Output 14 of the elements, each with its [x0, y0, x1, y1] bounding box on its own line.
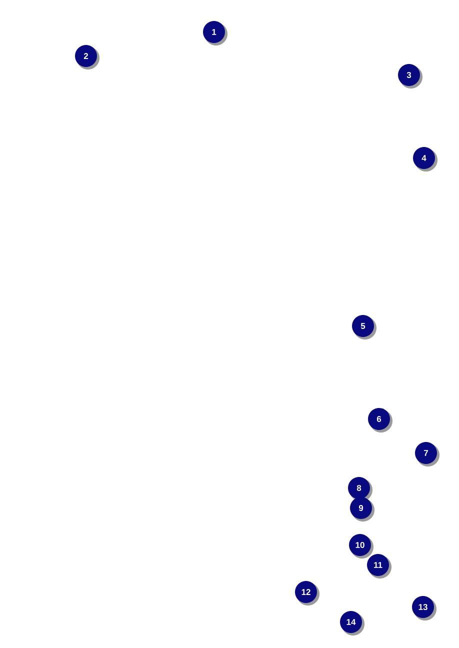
callout-number: 7 [415, 442, 440, 466]
callout-number: 10 [349, 534, 374, 558]
callout-number: 8 [348, 477, 372, 502]
callout-number: 2 [75, 45, 100, 70]
callout-number: 14 [340, 611, 364, 636]
callout-number: 1 [203, 21, 228, 46]
callout-number: 3 [398, 64, 422, 88]
callout-number: 9 [350, 497, 374, 522]
callout-number: 6 [368, 408, 392, 432]
callout-number: 4 [413, 147, 438, 172]
callout-number: 5 [352, 315, 376, 340]
callout-number: 12 [295, 581, 320, 606]
callout-number: 13 [412, 596, 436, 620]
callout-number: 11 [367, 554, 392, 578]
